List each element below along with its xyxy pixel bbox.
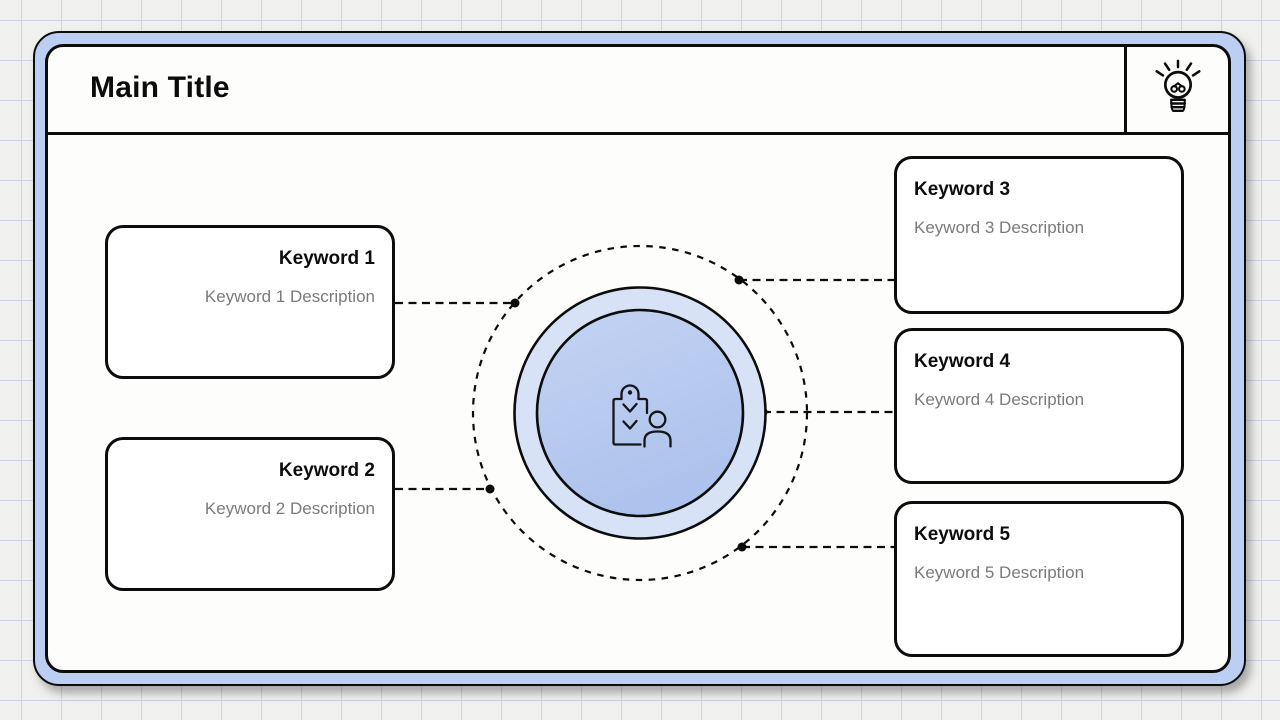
connector-dot-3 xyxy=(734,275,744,285)
keyword-description: Keyword 5 Description xyxy=(914,563,1085,582)
header-divider xyxy=(46,132,1230,135)
keyword-title: Keyword 1 xyxy=(278,248,375,269)
keyword-description: Keyword 2 Description xyxy=(204,499,375,518)
keyword-card-3[interactable]: Keyword 3 Keyword 3 Description xyxy=(894,156,1184,314)
connector-dot-2 xyxy=(485,484,495,494)
keyword-card-1[interactable]: Keyword 1 Keyword 1 Description xyxy=(105,225,395,379)
hub-circle[interactable] xyxy=(535,308,745,518)
lightbulb-icon xyxy=(1155,59,1201,112)
keyword-description: Keyword 1 Description xyxy=(204,287,375,306)
connector-dot-1 xyxy=(510,298,520,308)
keyword-card-2[interactable]: Keyword 2 Keyword 2 Description xyxy=(105,437,395,591)
keyword-title: Keyword 5 xyxy=(914,524,1011,545)
keyword-description: Keyword 3 Description xyxy=(914,218,1085,237)
keyword-title: Keyword 2 xyxy=(278,460,375,481)
header-icon-divider xyxy=(1124,45,1127,135)
page-title: Main Title xyxy=(90,71,230,104)
keyword-card-4[interactable]: Keyword 4 Keyword 4 Description xyxy=(894,328,1184,484)
keyword-title: Keyword 3 xyxy=(914,179,1011,200)
keyword-card-5[interactable]: Keyword 5 Keyword 5 Description xyxy=(894,501,1184,657)
keyword-title: Keyword 4 xyxy=(914,351,1011,372)
connector-dot-5 xyxy=(737,542,747,552)
keyword-description: Keyword 4 Description xyxy=(914,390,1085,409)
clipboard-checklist-person-icon xyxy=(612,384,672,448)
header-icon-cell xyxy=(1127,47,1229,132)
